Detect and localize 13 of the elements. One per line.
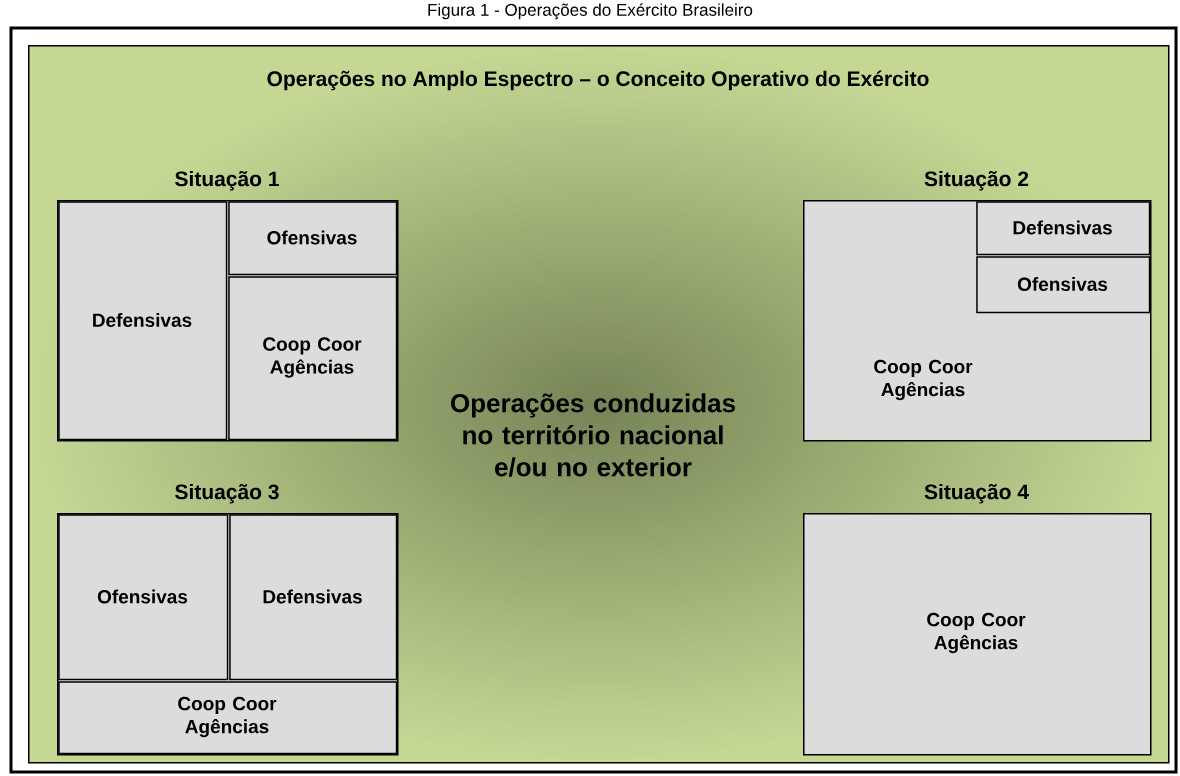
operation-cell: Defensivas	[976, 201, 1151, 256]
operation-cell: Coop Coor Agências	[58, 681, 398, 755]
operation-cell: Defensivas	[58, 201, 228, 441]
operation-cell: Ofensivas	[976, 256, 1151, 314]
operation-cell: Ofensivas	[58, 514, 229, 681]
node-label: Situação 4	[924, 483, 1029, 504]
situation-box: Situação 4 Coop Coor Agências	[803, 483, 1152, 756]
node-label: Situação 3	[175, 483, 279, 504]
node-label: Situação 1	[175, 170, 279, 191]
node-label: Situação 2	[924, 170, 1029, 191]
figure-title: Figura 1 - Operações do Exército Brasileiro	[428, 3, 753, 20]
operation-cell: Defensivas	[229, 514, 398, 681]
operation-cell: Ofensivas	[228, 201, 398, 276]
